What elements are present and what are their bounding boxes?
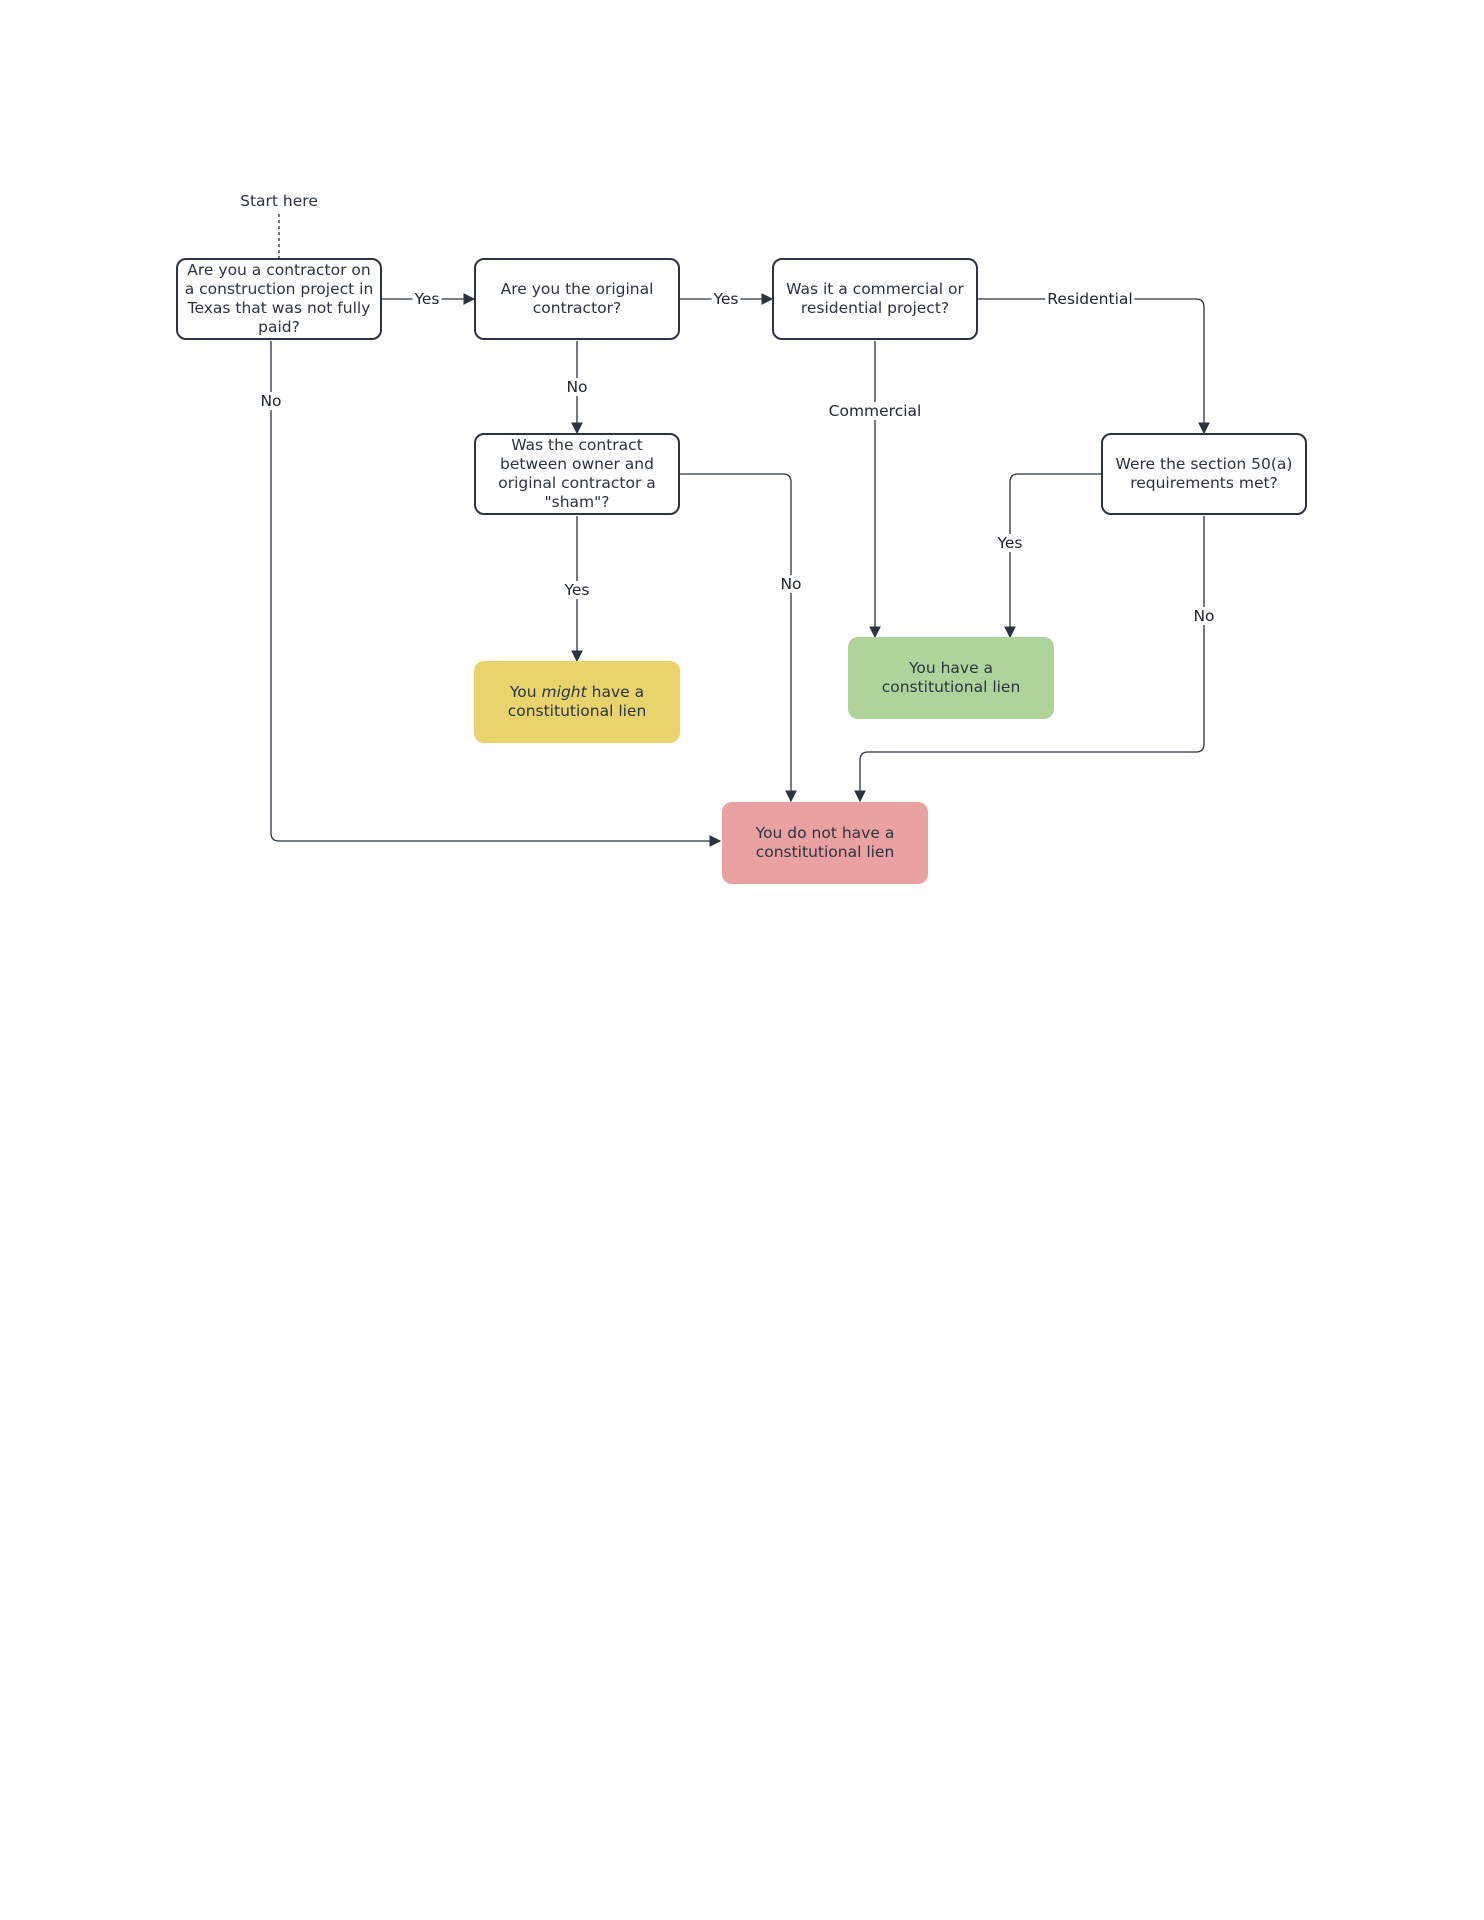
outcome-might-have-lien[interactable]: You might have a constitutional lien (474, 661, 680, 743)
edge-label-q4-no: No (778, 575, 804, 593)
outcome-no-lien[interactable]: You do not have a constitutional lien (722, 802, 928, 884)
question-section-50a-requirements[interactable]: Were the section 50(a) requirements met? (1101, 433, 1307, 515)
edge-label-q2-yes: Yes (711, 290, 741, 308)
edge-label-q3-residential: Residential (1045, 290, 1135, 308)
edge-label-q3-commercial: Commercial (826, 402, 924, 420)
edge-q5-to-not (854, 516, 1205, 803)
edge-q3-to-q5 (978, 298, 1210, 435)
outcome-might-prefix: You (509, 683, 542, 701)
outcome-might-text: You might have a constitutional lien (480, 683, 674, 721)
start-here-label: Start here (240, 192, 318, 210)
question-contractor-not-paid[interactable]: Are you a contractor on a construction p… (176, 258, 382, 340)
edge-label-q4-yes: Yes (562, 581, 592, 599)
edge-label-q5-yes: Yes (995, 534, 1025, 552)
outcome-have-lien[interactable]: You have a constitutional lien (848, 637, 1054, 719)
edge-label-q1-yes: Yes (412, 290, 442, 308)
edge-label-q1-no: No (258, 392, 284, 410)
edge-q4-to-not (680, 473, 797, 803)
question-sham-contract[interactable]: Was the contract between owner and origi… (474, 433, 680, 515)
outcome-might-emphasis: might (541, 683, 587, 701)
edge-q5-to-have (1004, 473, 1101, 639)
outcome-might-suffix: have a constitutional lien (507, 683, 647, 720)
question-original-contractor[interactable]: Are you the original contractor? (474, 258, 680, 340)
edge-label-q2-no: No (564, 378, 590, 396)
edge-label-q5-no: No (1191, 607, 1217, 625)
question-commercial-or-residential[interactable]: Was it a commercial or residential proje… (772, 258, 978, 340)
edge-q1-to-not (270, 341, 722, 847)
